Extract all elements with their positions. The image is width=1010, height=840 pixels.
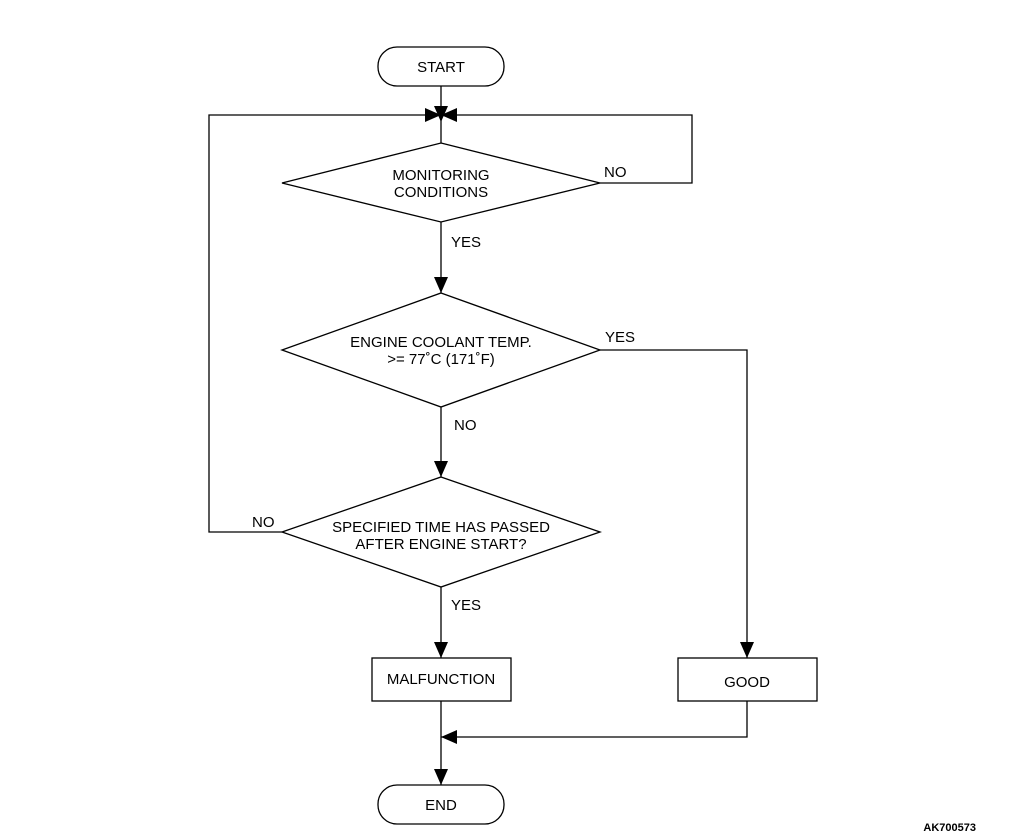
coolant-yes-label: YES (605, 329, 635, 346)
malfunction-box (371, 657, 512, 702)
end-label: END (425, 797, 457, 814)
arrow-left-into-merge (441, 108, 457, 122)
arrow-down-coolant (434, 277, 448, 293)
monitoring-yes-label: YES (451, 234, 481, 251)
start-label: START (417, 59, 465, 76)
good-label: GOOD (724, 674, 770, 691)
monitoring-label-line2: CONDITIONS (394, 184, 488, 201)
connector-good-to-end (441, 701, 748, 738)
specified-time-no-label: NO (252, 514, 275, 531)
connector-specified-time-no-loop (208, 114, 441, 533)
coolant-label-line1: ENGINE COOLANT TEMP. (350, 334, 532, 351)
arrow-down-malfunction (434, 642, 448, 658)
figure-code: AK700573 (923, 822, 976, 834)
specified-time-yes-label: YES (451, 597, 481, 614)
arrow-down-specified-time (434, 461, 448, 477)
monitoring-label-line1: MONITORING (392, 167, 489, 184)
connector-coolant-yes-to-good (600, 349, 748, 658)
malfunction-label: MALFUNCTION (387, 671, 495, 688)
arrow-left-join (441, 730, 457, 744)
arrow-down-good (740, 642, 754, 658)
good-box (677, 657, 818, 702)
end-terminal (377, 784, 505, 825)
specified-time-label-line1: SPECIFIED TIME HAS PASSED (332, 519, 550, 536)
monitoring-no-label: NO (604, 164, 627, 181)
specified-time-label-line2: AFTER ENGINE START? (355, 536, 526, 553)
connector-monitoring-no-loop (441, 114, 693, 184)
arrow-right-into-merge (425, 108, 441, 122)
coolant-no-label: NO (454, 417, 477, 434)
coolant-label-line2: >= 77˚C (171˚F) (387, 351, 495, 368)
arrow-down-start (434, 106, 448, 122)
arrow-down-end (434, 769, 448, 785)
